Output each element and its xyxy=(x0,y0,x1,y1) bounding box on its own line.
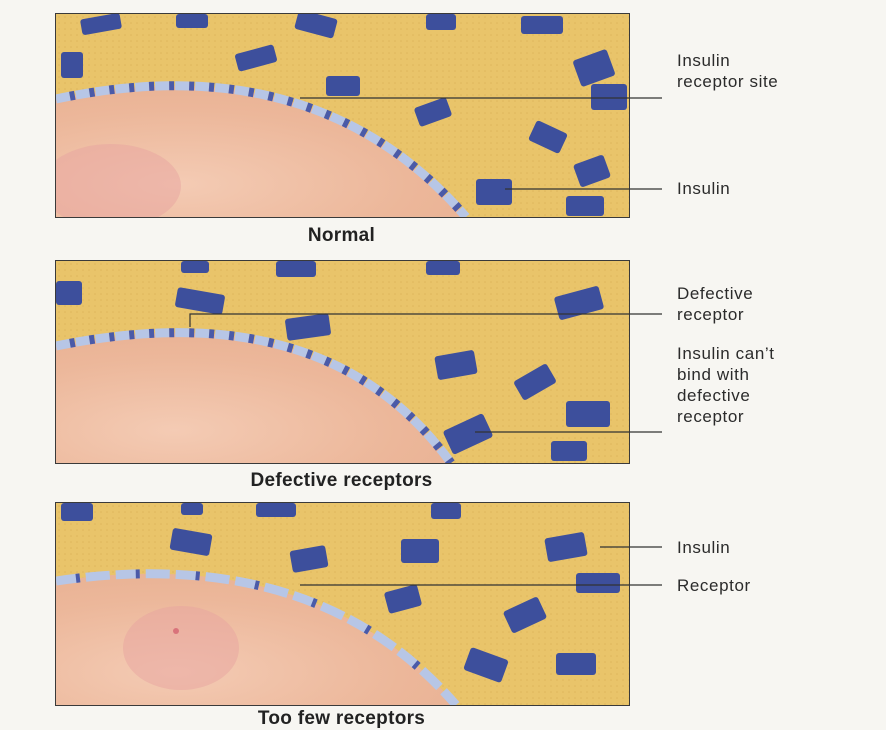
label-insulin-receptor-site: Insulin receptor site xyxy=(677,50,787,92)
label-insulin-normal: Insulin xyxy=(677,178,730,199)
label-insulin-cant-bind: Insulin can’t bind with defective recept… xyxy=(677,343,787,427)
label-insulin-too-few: Insulin xyxy=(677,537,730,558)
label-receptor: Receptor xyxy=(677,575,751,596)
label-defective-receptor: Defective receptor xyxy=(677,283,787,325)
leader-defective-receptor xyxy=(190,314,662,327)
